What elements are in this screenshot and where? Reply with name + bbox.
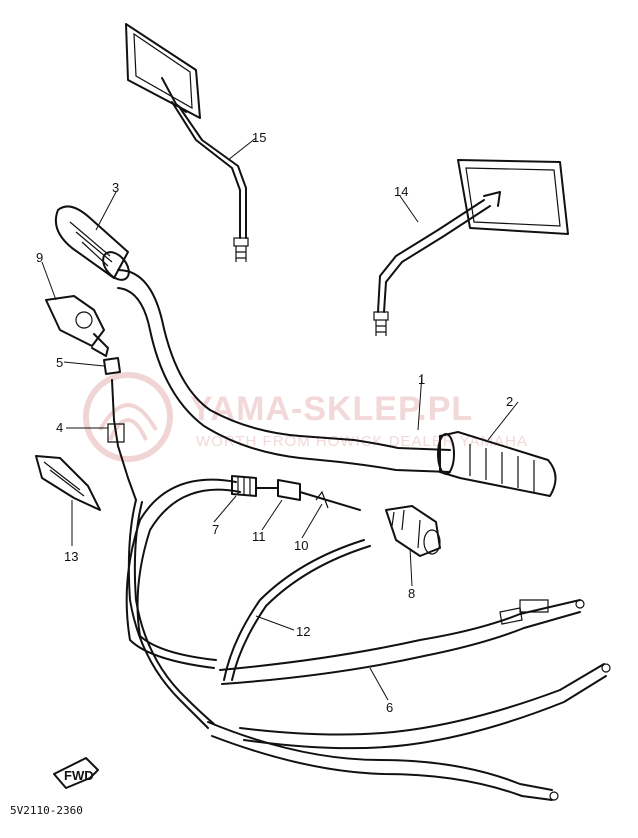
left-grip [54, 205, 130, 281]
lever-holder [45, 295, 109, 357]
callout-1: 1 [418, 372, 425, 387]
callout-11: 11 [252, 529, 266, 544]
watermark-text: YAMA-SKLEP.PL [190, 390, 473, 428]
fwd-label: FWD [64, 768, 94, 783]
handlebar [117, 269, 451, 473]
callout-3: 3 [112, 180, 119, 195]
brake-cables [125, 478, 611, 801]
callout-4: 4 [56, 420, 63, 435]
diagram-code: 5V2110-2360 [10, 804, 83, 817]
callout-10: 10 [294, 538, 308, 553]
callouts: 1 2 3 4 5 6 7 8 9 10 11 12 13 14 15 [36, 130, 513, 715]
switch-housing [385, 505, 441, 557]
right-grip [437, 431, 557, 497]
callout-7: 7 [212, 522, 219, 537]
mirror-left [125, 23, 249, 262]
bracket [35, 455, 101, 511]
throttle-cable [107, 379, 215, 729]
callout-14: 14 [394, 184, 408, 199]
mirror-right [373, 159, 569, 336]
clutch-cable-fitting [231, 475, 361, 511]
small-bolt [103, 357, 121, 375]
callout-9: 9 [36, 250, 43, 265]
callout-6: 6 [386, 700, 393, 715]
callout-15: 15 [252, 130, 266, 145]
callout-8: 8 [408, 586, 415, 601]
watermark: YAMA-SKLEP.PL WORTH FROM HOWICK DEALER Y… [83, 372, 527, 462]
leader-lines [41, 137, 519, 701]
callout-12: 12 [296, 624, 310, 639]
forward-arrow-icon: FWD [53, 757, 99, 789]
callout-13: 13 [64, 549, 78, 564]
callout-5: 5 [56, 355, 63, 370]
callout-2: 2 [506, 394, 513, 409]
